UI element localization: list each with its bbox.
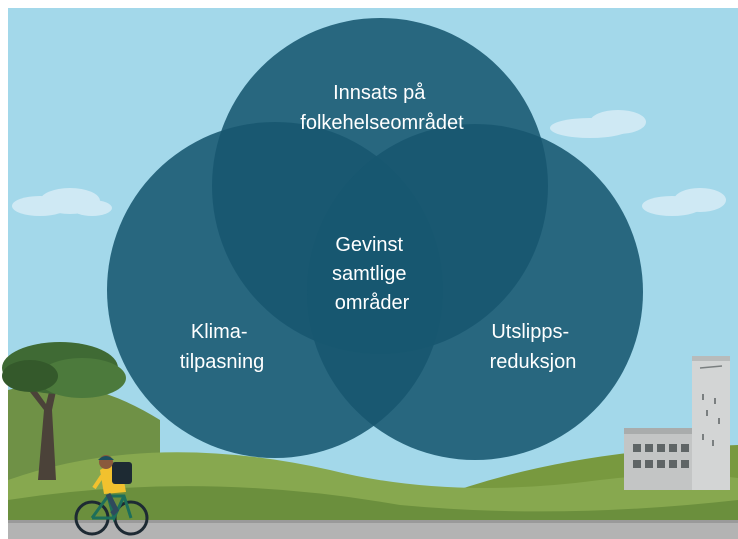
set-label-right-line-1: Utslipps- [491, 321, 569, 343]
venn-diagram [107, 18, 643, 460]
set-label-left-line-2: tilpasning [180, 351, 265, 373]
set-label-top: Innsats på folkehelseområdet [300, 82, 464, 134]
road-edge [8, 520, 738, 523]
tree-icon [2, 342, 126, 480]
road [8, 522, 738, 539]
set-label-left-line-1: Klima- [191, 321, 248, 343]
building-icon [624, 428, 702, 490]
set-label-right: Utslipps- reduksjon [490, 321, 577, 373]
set-label-top-line-1: Innsats på [333, 82, 426, 104]
intersection-label: Gevinst samtlige områder [332, 234, 412, 314]
tower-icon [692, 356, 730, 490]
cloud-icon [642, 188, 726, 216]
intersection-label-line-1: Gevinst [335, 234, 403, 256]
venn-circle-right [307, 124, 643, 460]
intersection-label-line-2: samtlige [332, 263, 406, 285]
set-label-top-line-2: folkehelseområdet [300, 112, 464, 134]
cloud-icon [550, 110, 646, 138]
set-label-right-line-2: reduksjon [490, 351, 577, 373]
cloud-icon [12, 188, 112, 216]
cyclist-icon [74, 455, 149, 536]
set-label-left: Klima- tilpasning [180, 321, 265, 373]
intersection-label-line-3: områder [335, 292, 410, 314]
